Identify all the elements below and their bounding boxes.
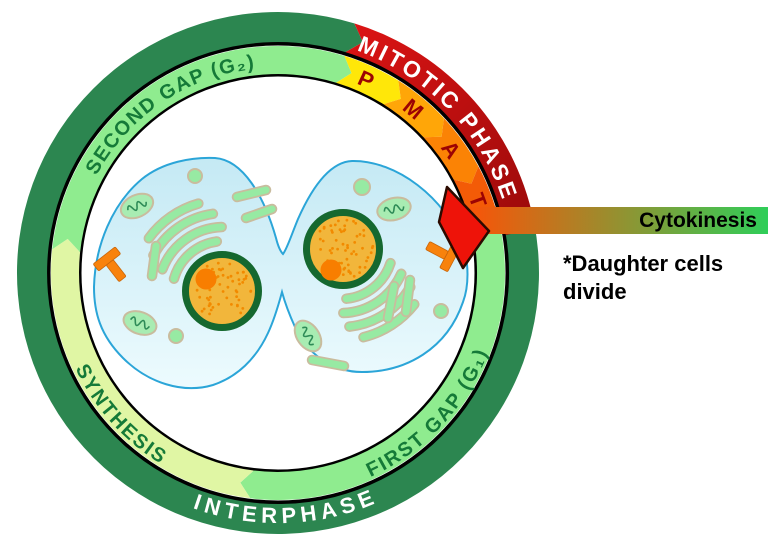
ring-divider-1 [78, 73, 478, 473]
nucleus [303, 209, 383, 289]
er-left [143, 184, 278, 284]
daughter-note-line1: *Daughter cells [563, 251, 724, 276]
mitochondrion [119, 192, 155, 220]
cytokinesis-bar [470, 207, 768, 234]
vesicle [433, 303, 449, 319]
vesicle [187, 168, 203, 184]
segment-second-gap [52, 45, 352, 253]
segment-metaphase [383, 80, 444, 138]
nucleolus [195, 268, 217, 290]
nucleolus [320, 259, 342, 281]
daughter-cells-note: *Daughter cells divide [563, 250, 723, 306]
mitochondrion [293, 319, 323, 353]
er-right [306, 257, 420, 372]
segment-synthesis [50, 238, 254, 499]
vesicle [353, 178, 371, 196]
segment-prophase [336, 55, 401, 105]
segment-anaphase [423, 118, 479, 184]
ring-divider-0 [46, 41, 510, 505]
daughter-note-line2: divide [563, 279, 627, 304]
dividing-cells [92, 156, 469, 390]
cytokinesis-arrow [437, 185, 491, 270]
mitochondrion [122, 310, 158, 336]
centrioles [93, 246, 126, 282]
cytokinesis-label: Cytokinesis [639, 209, 757, 232]
segment-first-gap [240, 231, 506, 500]
nucleus [182, 251, 262, 331]
mitochondrion [376, 196, 412, 222]
vesicle [168, 328, 184, 344]
